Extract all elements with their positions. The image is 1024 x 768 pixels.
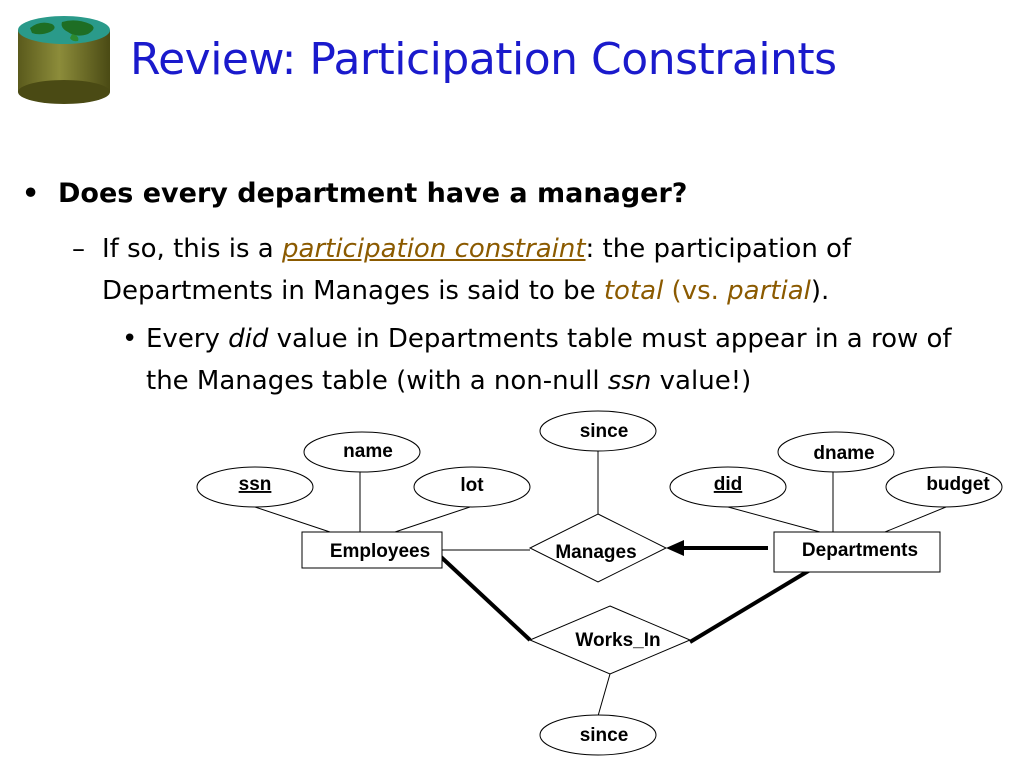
- sub-bullet-participation-text: If so, this is a participation constrain…: [102, 228, 1002, 312]
- thick-line-departments-worksin: [688, 568, 812, 644]
- connector-lot: [394, 506, 471, 533]
- term-partial: partial: [727, 276, 811, 306]
- text-segment: value!): [651, 366, 752, 396]
- attribute-lot: lot: [413, 466, 531, 508]
- attribute-worksin-since-label: since: [580, 725, 629, 746]
- entity-departments-label: Departments: [802, 540, 918, 561]
- thick-line-employees-worksin: [438, 554, 532, 642]
- attribute-did-label: did: [714, 474, 743, 495]
- connector-did: [727, 506, 821, 533]
- attribute-budget: budget: [885, 466, 1003, 508]
- term-ssn: ssn: [607, 366, 652, 396]
- database-globe-logo: [18, 16, 110, 104]
- attribute-worksin-since: since: [539, 714, 657, 756]
- text-segment: : the participation of Departments in Ma…: [102, 234, 852, 306]
- attribute-name: name: [303, 431, 421, 473]
- connector-worksin-since: [597, 673, 611, 717]
- arrow-head-icon: [666, 540, 684, 556]
- attribute-name-label: name: [343, 441, 393, 462]
- attribute-manages-since-label: since: [580, 421, 629, 442]
- attribute-connectors: [254, 450, 947, 717]
- text-segment: value in Departments table must appear i…: [146, 324, 952, 396]
- slide-title: Review: Participation Constraints: [130, 34, 837, 85]
- total-participation-lines: [438, 546, 812, 644]
- connector-ssn: [254, 506, 331, 533]
- bullet-question-text: Does every department have a manager?: [58, 178, 688, 209]
- term-did: did: [228, 324, 269, 354]
- text-segment: If so, this is a: [102, 234, 283, 264]
- relationship-manages-label: Manages: [555, 542, 636, 563]
- term-total: total: [603, 276, 664, 306]
- entity-employees: Employees: [301, 531, 443, 569]
- entity-departments: Departments: [773, 531, 941, 573]
- attribute-ssn-label: ssn: [239, 474, 272, 495]
- connector-budget: [884, 506, 947, 533]
- bullet-dot: •: [122, 324, 138, 354]
- attribute-lot-label: lot: [460, 475, 484, 496]
- attribute-budget-label: budget: [926, 474, 990, 495]
- sub-sub-bullet-did-text: Every did value in Departments table mus…: [146, 318, 1002, 402]
- bullet-dot: •: [22, 178, 40, 209]
- relationship-manages: Manages: [528, 513, 668, 583]
- sub-bullet-dash: –: [72, 234, 85, 264]
- attribute-dname-label: dname: [813, 443, 874, 464]
- attribute-dname: dname: [777, 431, 895, 473]
- text-segment: Every: [146, 324, 229, 354]
- attribute-manages-since: since: [539, 410, 657, 452]
- relationship-works-in-label: Works_In: [575, 630, 660, 651]
- relationship-works-in: Works_In: [528, 605, 692, 675]
- text-segment-vs: (vs.: [663, 276, 728, 306]
- attribute-ssn: ssn: [196, 466, 314, 508]
- term-participation-constraint: participation constraint: [282, 234, 586, 264]
- attribute-did: did: [669, 466, 787, 508]
- text-segment: ).: [810, 276, 830, 306]
- entity-employees-label: Employees: [330, 541, 430, 562]
